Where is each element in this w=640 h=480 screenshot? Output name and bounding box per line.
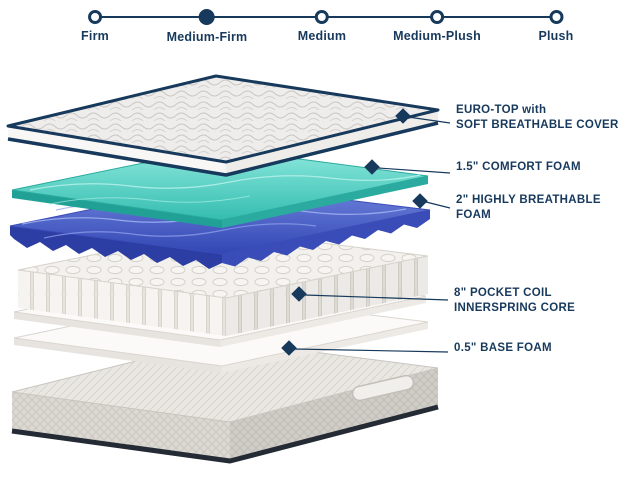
- firmness-dot[interactable]: [315, 10, 329, 24]
- label-comfort-foam: 1.5" COMFORT FOAM: [456, 160, 581, 175]
- slab-right-face: [220, 296, 426, 347]
- label-line: 8" POCKET COIL: [454, 287, 552, 299]
- firmness-option-medium[interactable]: Medium: [298, 6, 346, 43]
- firmness-dot[interactable]: [429, 10, 444, 24]
- firmness-option-plush[interactable]: Plush: [538, 6, 573, 43]
- firmness-label: Medium-Plush: [393, 29, 481, 43]
- firmness-option-medium-plush[interactable]: Medium-Plush: [393, 6, 481, 43]
- label-line: 1.5" COMFORT FOAM: [456, 161, 581, 173]
- firmness-label: Firm: [81, 29, 109, 43]
- slab-right-face: [222, 322, 428, 373]
- firmness-dot[interactable]: [548, 10, 563, 24]
- teal-wave-line: [29, 174, 421, 191]
- firmness-scale: Firm Medium-Firm Medium Medium-Plush Plu…: [0, 6, 640, 62]
- firmness-label: Medium: [297, 29, 347, 43]
- teal-right-face: [222, 176, 428, 228]
- foundation-base: [11, 339, 439, 464]
- firmness-option-firm[interactable]: Firm: [81, 6, 109, 43]
- firmness-label: Plush: [538, 29, 574, 43]
- blue-wave-line: [43, 223, 317, 239]
- comfort-foam-layer: [11, 147, 429, 228]
- label-breathable-foam: 2" HIGHLY BREATHABLE FOAM: [456, 193, 601, 222]
- label-line: EURO-TOP with: [456, 104, 547, 116]
- eurotop-bottom-piping: [7, 121, 439, 177]
- label-euro-top: EURO-TOP with SOFT BREATHABLE COVER: [456, 103, 619, 132]
- foundation-bottom-piping: [11, 404, 439, 464]
- teal-wave-line: [49, 195, 251, 205]
- firmness-dot-active[interactable]: [199, 9, 215, 25]
- label-pocket-coil: 8" POCKET COIL INNERSPRING CORE: [454, 286, 575, 315]
- eurotop-right-face: [226, 110, 438, 175]
- blue-left-face: [10, 226, 222, 269]
- eurotop-top-face: [6, 74, 440, 164]
- foundation-left-face: [12, 392, 230, 461]
- foundation-handle: [351, 374, 415, 402]
- firmness-dot[interactable]: [87, 10, 102, 24]
- slab-left-face: [14, 338, 222, 373]
- label-line: INNERSPRING CORE: [454, 301, 576, 314]
- teal-left-face: [12, 190, 222, 228]
- firmness-label: Medium-Firm: [166, 30, 248, 44]
- blue-right-face: [222, 210, 430, 267]
- firmness-option-medium-firm[interactable]: Medium-Firm: [167, 6, 248, 44]
- label-connector-lines: [294, 116, 451, 353]
- euro-top-layer: [6, 74, 440, 177]
- diamond-marker-breathable-foam: [412, 193, 428, 209]
- label-line: 2" HIGHLY BREATHABLE: [456, 194, 601, 206]
- label-base-foam: 0.5" BASE FOAM: [454, 341, 552, 356]
- label-line: SOFT BREATHABLE COVER: [456, 118, 619, 131]
- label-line: 0.5" BASE FOAM: [454, 342, 552, 354]
- coil-left-face: [18, 270, 226, 336]
- eurotop-left-face: [8, 126, 226, 175]
- label-line: FOAM: [456, 208, 492, 221]
- slab-left-face: [14, 312, 220, 347]
